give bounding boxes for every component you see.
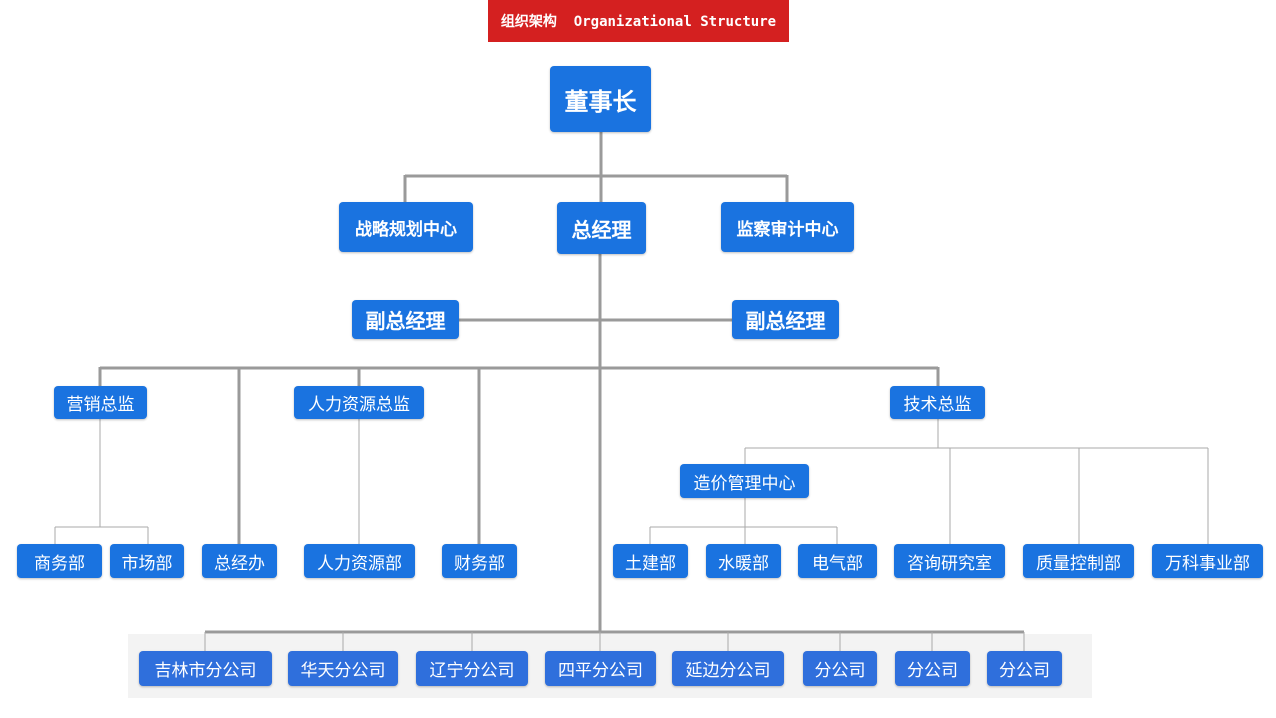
node-department[interactable]: 人力资源部 xyxy=(304,544,415,578)
node-branch[interactable]: 延边分公司 xyxy=(672,651,784,686)
node-general-manager[interactable]: 总经理 xyxy=(557,202,646,254)
node-department[interactable]: 电气部 xyxy=(798,544,877,578)
node-audit-center[interactable]: 监察审计中心 xyxy=(721,202,854,252)
node-branch[interactable]: 华天分公司 xyxy=(288,651,398,686)
node-department[interactable]: 咨询研究室 xyxy=(894,544,1005,578)
node-department[interactable]: 财务部 xyxy=(442,544,517,578)
node-branch[interactable]: 吉林市分公司 xyxy=(139,651,272,686)
node-branch[interactable]: 分公司 xyxy=(987,651,1062,686)
node-tech-director[interactable]: 技术总监 xyxy=(890,386,985,419)
node-strategy-center[interactable]: 战略规划中心 xyxy=(339,202,473,252)
node-department[interactable]: 水暖部 xyxy=(706,544,781,578)
node-department[interactable]: 商务部 xyxy=(17,544,102,578)
node-department[interactable]: 市场部 xyxy=(110,544,184,578)
node-department[interactable]: 质量控制部 xyxy=(1023,544,1134,578)
node-branch[interactable]: 辽宁分公司 xyxy=(416,651,528,686)
node-deputy-gm-right[interactable]: 副总经理 xyxy=(732,300,839,339)
node-hr-director[interactable]: 人力资源总监 xyxy=(294,386,424,419)
page-title-banner: 组织架构 Organizational Structure xyxy=(488,0,789,42)
node-marketing-director[interactable]: 营销总监 xyxy=(54,386,147,419)
node-chairman[interactable]: 董事长 xyxy=(550,66,651,132)
node-department[interactable]: 土建部 xyxy=(613,544,688,578)
node-deputy-gm-left[interactable]: 副总经理 xyxy=(352,300,459,339)
node-branch[interactable]: 分公司 xyxy=(803,651,877,686)
node-cost-center[interactable]: 造价管理中心 xyxy=(680,464,809,498)
node-department[interactable]: 总经办 xyxy=(202,544,277,578)
node-branch[interactable]: 分公司 xyxy=(895,651,970,686)
node-branch[interactable]: 四平分公司 xyxy=(545,651,656,686)
node-department[interactable]: 万科事业部 xyxy=(1152,544,1263,578)
